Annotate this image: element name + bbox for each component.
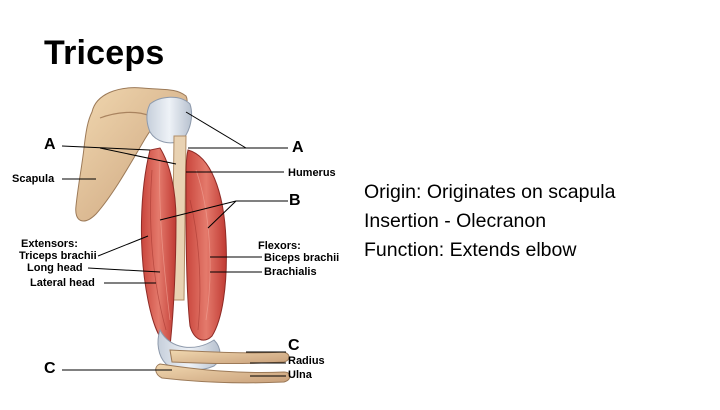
label-a-left: A: [44, 136, 56, 153]
label-c-right: C: [288, 337, 300, 354]
triceps-muscle: [140, 147, 177, 347]
label-radius: Radius: [288, 355, 325, 367]
label-triceps-brachii: Triceps brachii: [19, 250, 97, 262]
radius-bone: [169, 349, 290, 364]
label-lateral-head: Lateral head: [30, 277, 95, 289]
label-c-left: C: [44, 360, 56, 377]
slide-title: Triceps: [44, 34, 165, 72]
label-long-head: Long head: [27, 262, 83, 274]
triceps-info: Origin: Originates on scapula Insertion …: [364, 178, 615, 265]
label-brachialis: Brachialis: [264, 266, 317, 278]
label-ulna: Ulna: [288, 369, 312, 381]
ulna-bone: [155, 363, 291, 384]
label-a-right: A: [292, 139, 304, 156]
origin-text: Origin: Originates on scapula: [364, 181, 616, 203]
label-b-right: B: [289, 192, 301, 209]
label-flexors: Flexors:: [258, 240, 301, 252]
label-biceps-brachii: Biceps brachii: [264, 252, 340, 264]
insertion-text: Insertion - Olecranon: [364, 210, 547, 232]
function-text: Function: Extends elbow: [364, 239, 577, 261]
biceps-muscle: [185, 149, 227, 341]
label-extensors: Extensors:: [21, 238, 78, 250]
label-scapula: Scapula: [12, 173, 55, 185]
label-humerus: Humerus: [288, 167, 336, 179]
